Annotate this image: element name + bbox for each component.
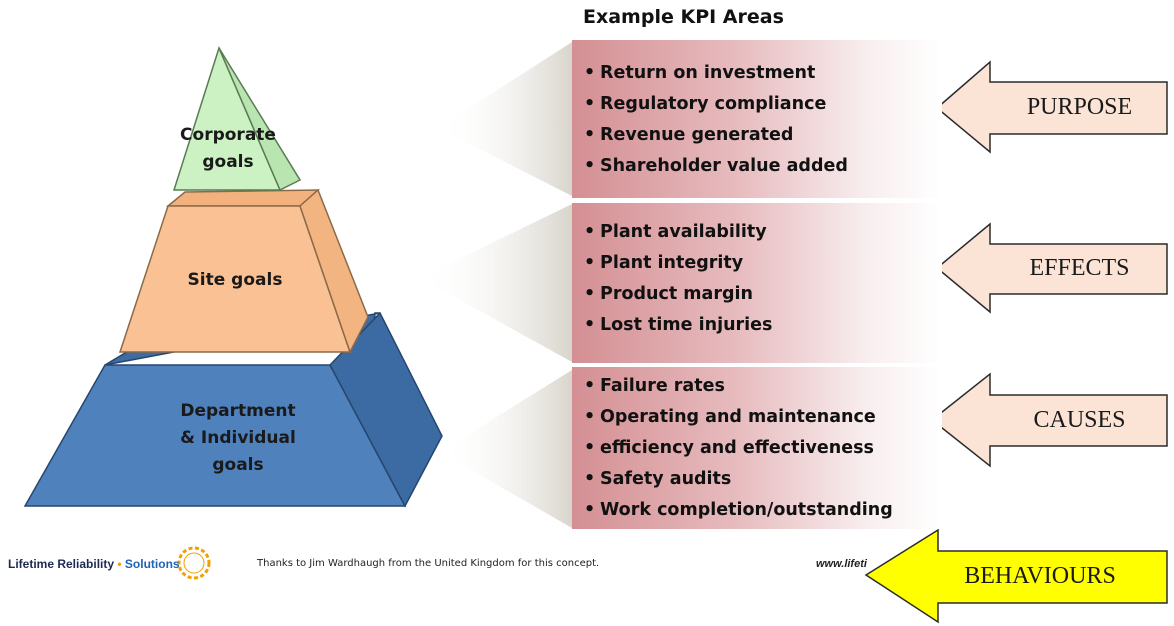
effects-arrow-label: EFFECTS — [1029, 255, 1130, 281]
purpose-arrow-label: PURPOSE — [1026, 94, 1133, 120]
department-tier-side — [329, 311, 443, 508]
behaviours-arrow — [864, 528, 1168, 624]
purpose-kpi-box: Return on investment Regulatory complian… — [572, 40, 942, 198]
causes-connector — [440, 370, 572, 528]
department-goals-line-3: goals — [212, 455, 264, 475]
corporate-tier-side — [218, 47, 302, 192]
effects-kpi-list: Plant availability Plant integrity Produ… — [584, 217, 772, 341]
company-logo: Lifetime Reliability • Solutions — [8, 557, 180, 571]
purpose-kpi-list: Return on investment Regulatory complian… — [584, 58, 848, 182]
corporate-goals-label: Corporate goals — [176, 122, 280, 176]
department-goals-line-2: & Individual — [180, 428, 296, 448]
causes-arrow — [930, 372, 1168, 468]
list-item: Revenue generated — [584, 120, 848, 151]
list-item: Work completion/outstanding — [584, 495, 893, 526]
list-item: Lost time injuries — [584, 310, 772, 341]
list-item: Regulatory compliance — [584, 89, 848, 120]
corporate-goals-line-2: goals — [202, 152, 254, 172]
list-item: Product margin — [584, 279, 772, 310]
effects-kpi-box: Plant availability Plant integrity Produ… — [572, 203, 942, 363]
site-tier-side — [299, 188, 369, 354]
list-item: Shareholder value added — [584, 151, 848, 182]
effects-arrow — [935, 222, 1168, 314]
purpose-arrow — [935, 60, 1168, 154]
causes-kpi-box: Failure rates Operating and maintenance … — [572, 367, 942, 529]
corporate-goals-line-1: Corporate — [180, 125, 276, 145]
list-item: Return on investment — [584, 58, 848, 89]
site-tier-top — [165, 189, 321, 207]
footer-url: www.lifeti — [816, 558, 867, 570]
list-item: Operating and maintenance — [584, 402, 893, 433]
footer-credit: Thanks to Jim Wardhaugh from the United … — [257, 558, 600, 569]
purpose-connector — [438, 42, 572, 196]
gear-icon — [177, 546, 211, 580]
kpi-title: Example KPI Areas — [583, 6, 784, 28]
logo-separator: • — [117, 557, 122, 571]
list-item: Safety audits — [584, 464, 893, 495]
effects-connector — [420, 204, 572, 362]
list-item: efficiency and effectiveness — [584, 433, 893, 464]
logo-text-primary: Lifetime Reliability — [8, 557, 115, 571]
department-goals-line-1: Department — [180, 401, 296, 421]
causes-arrow-label: CAUSES — [1033, 407, 1126, 433]
causes-kpi-list: Failure rates Operating and maintenance … — [584, 371, 893, 526]
department-goals-label: Department & Individual goals — [138, 398, 338, 479]
logo-text-secondary: Solutions — [124, 557, 180, 571]
site-goals-label: Site goals — [187, 270, 283, 290]
behaviours-arrow-label: BEHAVIOURS — [964, 563, 1116, 589]
list-item: Failure rates — [584, 371, 893, 402]
list-item: Plant integrity — [584, 248, 772, 279]
list-item: Plant availability — [584, 217, 772, 248]
